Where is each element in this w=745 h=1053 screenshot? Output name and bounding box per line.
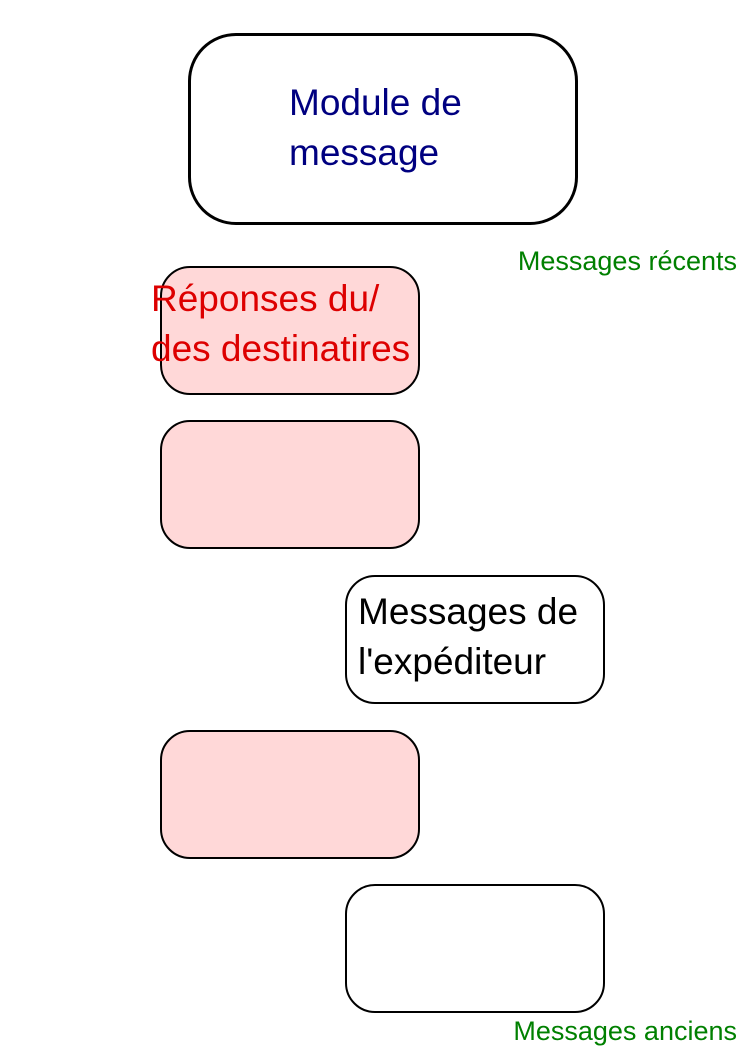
message-module-label-line1: Module de [289, 82, 462, 123]
sender-messages-label-line1: Messages de [358, 591, 579, 632]
reply-box-1 [160, 266, 420, 395]
sender-messages-label-line2: l'expéditeur [358, 641, 547, 682]
sender-message-box-2 [345, 884, 605, 1013]
reply-box-3 [160, 730, 420, 859]
sender-message-box-1 [345, 575, 605, 704]
recent-messages-label: Messages récents [517, 246, 737, 276]
replies-label-line1: Réponses du/ [151, 278, 380, 319]
reply-box-2 [160, 420, 420, 549]
old-messages-label: Messages anciens [513, 1016, 737, 1046]
message-module-label-line2: message [289, 132, 440, 173]
message-module-box [188, 33, 578, 225]
replies-label-line2: des destinatires [151, 328, 411, 369]
